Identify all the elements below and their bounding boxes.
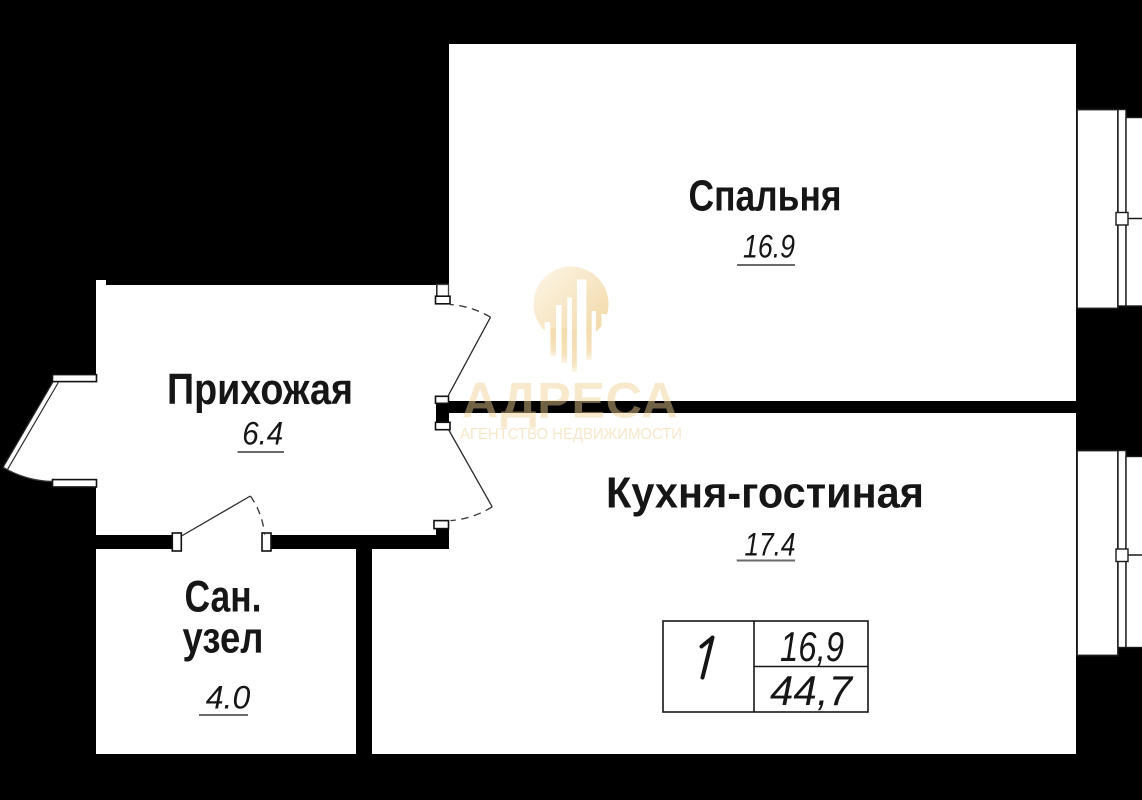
svg-text:16,9: 16,9 [780, 623, 844, 670]
svg-text:Сан.: Сан. [185, 573, 262, 622]
svg-text:Кухня-гостиная: Кухня-гостиная [606, 470, 924, 518]
svg-text:Спальня: Спальня [689, 172, 842, 221]
svg-text:АГЕНТСТВО НЕДВИЖИМОСТИ: АГЕНТСТВО НЕДВИЖИМОСТИ [460, 426, 682, 443]
svg-text:узел: узел [183, 614, 264, 663]
svg-text:16.9: 16.9 [743, 229, 795, 265]
svg-text:17.4: 17.4 [745, 527, 796, 563]
svg-text:4.0: 4.0 [206, 680, 251, 716]
svg-text:6.4: 6.4 [242, 416, 283, 452]
svg-text:Прихожая: Прихожая [167, 365, 353, 414]
svg-text:44,7: 44,7 [770, 667, 854, 714]
svg-text:АДРЕСА: АДРЕСА [462, 372, 678, 429]
